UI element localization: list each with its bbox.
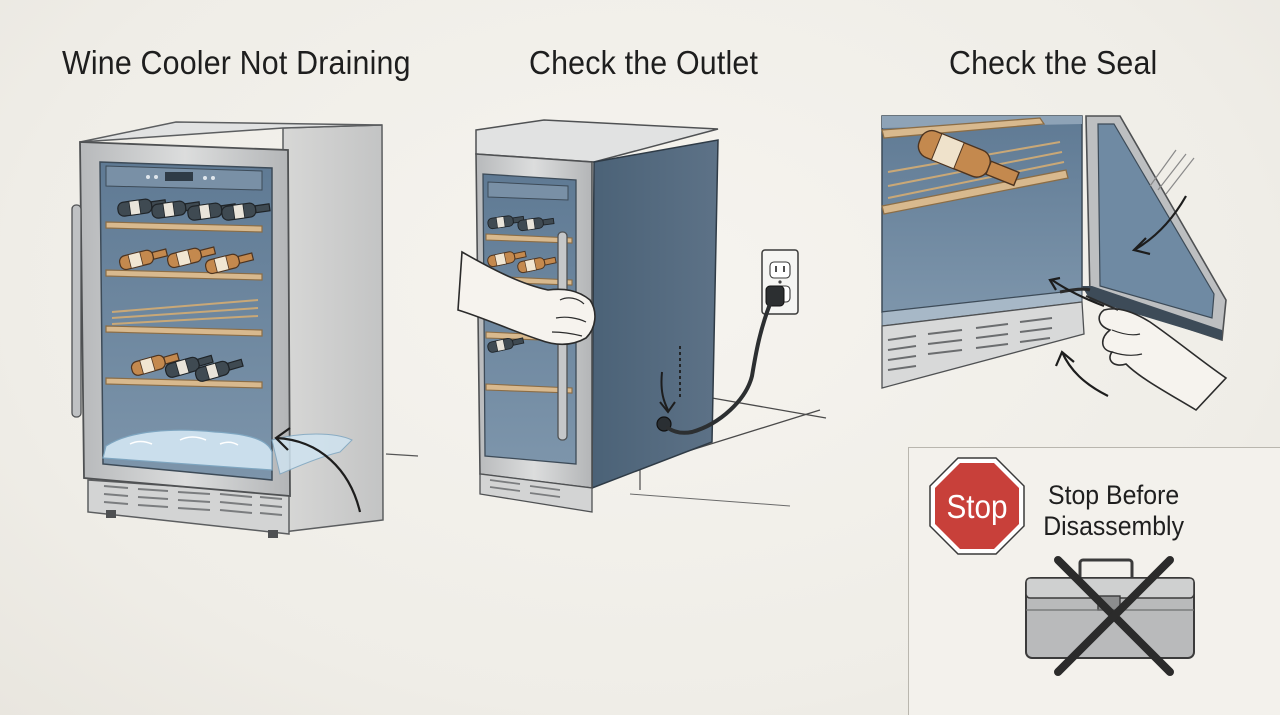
warning-caption-line2: Disassembly <box>1043 511 1184 541</box>
power-cord-icon <box>666 285 785 435</box>
panel-title-check-outlet: Check the Outlet <box>529 44 759 81</box>
door-seal-closeup <box>881 115 1228 412</box>
panel-title-not-draining: Wine Cooler Not Draining <box>62 44 411 81</box>
wine-cooler-side-view <box>457 119 827 513</box>
hand-checking-seal <box>1098 307 1228 412</box>
wine-cooler-front-view <box>71 121 419 538</box>
door-gasket <box>1059 287 1091 294</box>
arrow-leak-icon <box>275 436 362 513</box>
hand-holding-door <box>457 250 596 346</box>
panel-title-check-seal: Check the Seal <box>949 44 1158 81</box>
warning-caption-line1: Stop Before <box>1048 480 1180 510</box>
warning-caption: Stop Before Disassembly <box>1040 480 1187 542</box>
water-puddle <box>102 429 273 471</box>
